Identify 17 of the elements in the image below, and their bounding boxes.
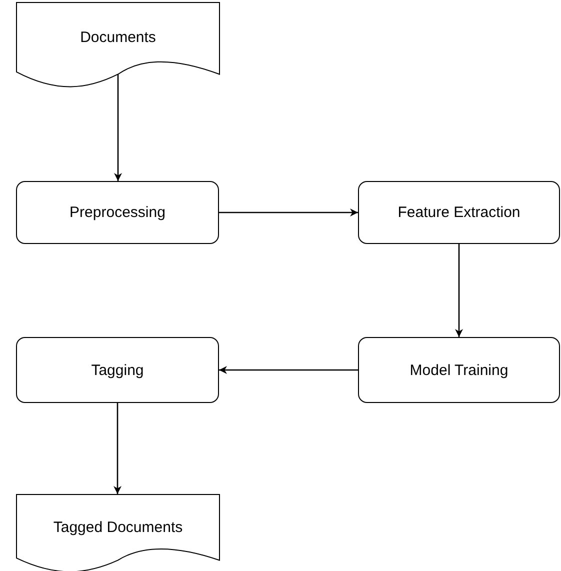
node-label: Preprocessing (70, 204, 166, 221)
node-label: Model Training (410, 362, 508, 378)
arrow (114, 403, 122, 494)
process-box (16, 337, 219, 403)
document-shape (16, 2, 220, 86)
arrow (114, 74, 122, 181)
process-box (358, 181, 560, 244)
arrow (219, 208, 358, 216)
node-label: Documents (80, 28, 156, 48)
arrow (219, 366, 358, 374)
process-box (358, 337, 560, 403)
process-box (16, 181, 219, 244)
node-label: Feature Extraction (398, 204, 520, 221)
node-label: Tagging (91, 362, 144, 378)
document-shape (16, 494, 220, 571)
node-label: Tagged Documents (53, 518, 183, 538)
arrow (455, 244, 463, 337)
